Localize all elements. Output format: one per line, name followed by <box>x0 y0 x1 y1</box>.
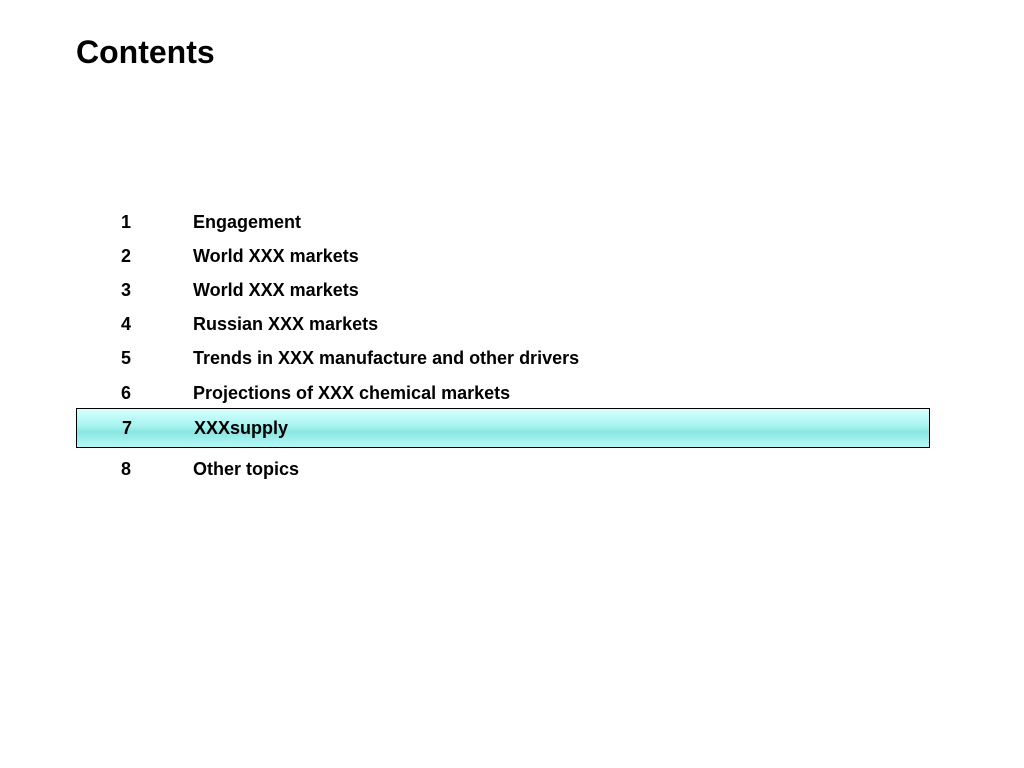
toc-item-label: World XXX markets <box>193 280 359 300</box>
toc-item-label: Engagement <box>193 212 302 232</box>
toc-item-label: Projections of XXX chemical markets <box>193 383 511 403</box>
toc-item-supply-active[interactable]: 7 XXXsupply <box>76 408 930 448</box>
toc-item-trends[interactable]: 5 Trends in XXX manufacture and other dr… <box>0 345 1024 371</box>
toc-item-russian-markets[interactable]: 4 Russian XXX markets <box>0 311 1024 337</box>
toc-item-number: 6 <box>121 383 132 403</box>
toc-item-world-markets-1[interactable]: 2 World XXX markets <box>0 243 1024 269</box>
toc-item-number: 1 <box>121 212 132 232</box>
toc-item-label: XXXsupply <box>194 418 289 438</box>
toc-item-number: 4 <box>121 314 132 334</box>
page-title: Contents <box>76 34 215 70</box>
toc-item-engagement[interactable]: 1 Engagement <box>0 209 1024 235</box>
toc-item-label: Trends in XXX manufacture and other driv… <box>193 348 580 368</box>
toc-item-number: 5 <box>121 348 132 368</box>
toc-item-number: 3 <box>121 280 132 300</box>
toc-item-number: 2 <box>121 246 132 266</box>
toc-item-label: World XXX markets <box>193 246 359 266</box>
toc-item-projections[interactable]: 6 Projections of XXX chemical markets <box>0 380 1024 406</box>
toc-item-number: 8 <box>121 459 132 479</box>
toc-item-other-topics[interactable]: 8 Other topics <box>0 456 1024 482</box>
toc-item-number: 7 <box>122 418 133 438</box>
toc-item-label: Other topics <box>193 459 300 479</box>
toc-item-world-markets-2[interactable]: 3 World XXX markets <box>0 277 1024 303</box>
toc-item-label: Russian XXX markets <box>193 314 379 334</box>
